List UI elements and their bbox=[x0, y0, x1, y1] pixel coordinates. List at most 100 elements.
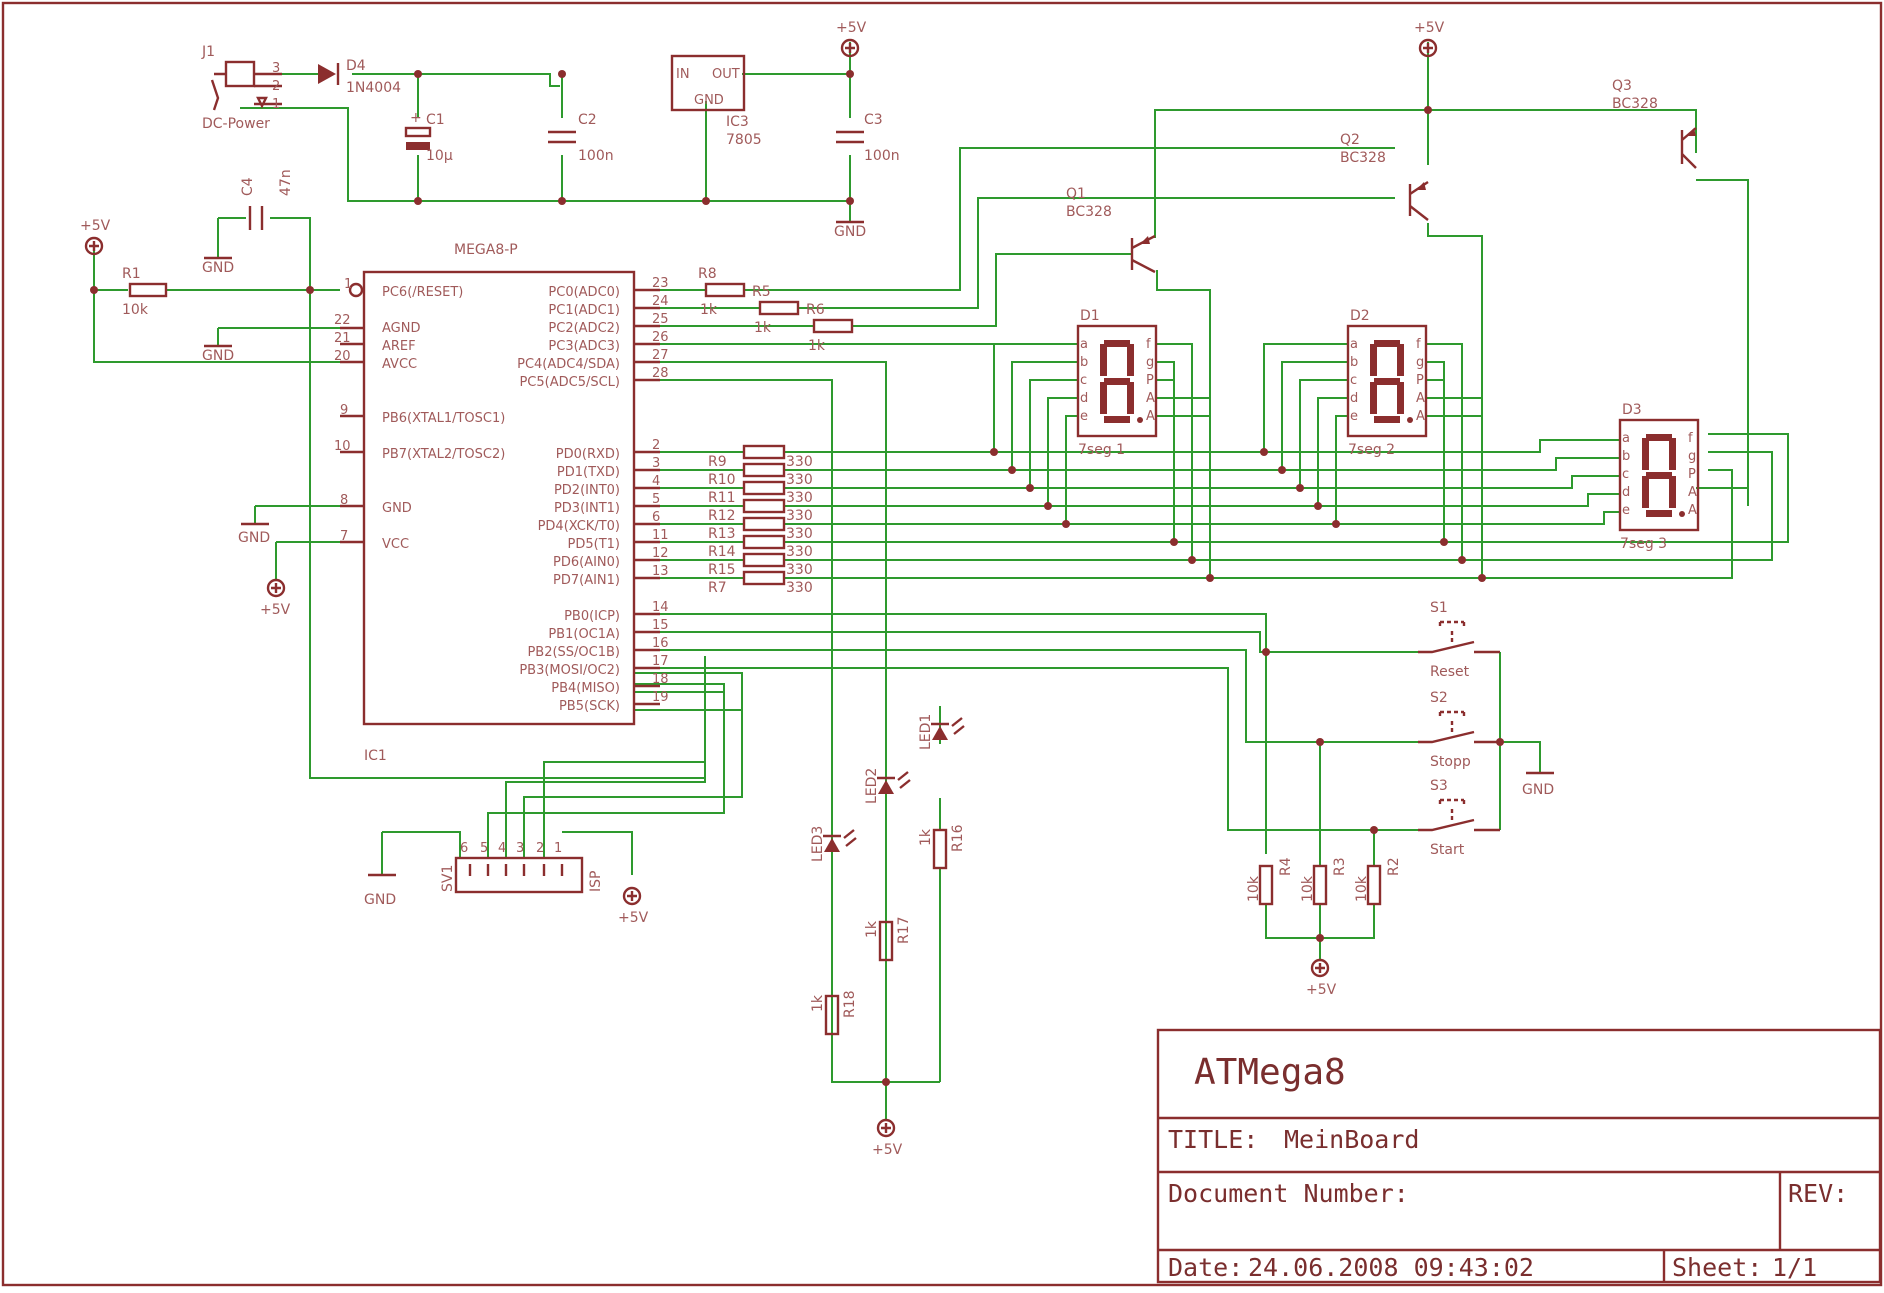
sheet-label: Sheet: bbox=[1672, 1253, 1762, 1282]
transistor-q2: Q2 BC328 bbox=[1340, 132, 1429, 221]
led1-branch: LED1 1k R16 bbox=[918, 714, 966, 870]
segment-pin: d bbox=[1350, 391, 1358, 406]
ic3-value: 7805 bbox=[726, 132, 762, 148]
mcu-pin-name: PD2(INT0) bbox=[554, 483, 620, 498]
mcu-pin-num: 17 bbox=[652, 654, 669, 669]
segment-pin: A bbox=[1146, 391, 1155, 406]
switch-label: Start bbox=[1430, 842, 1465, 858]
c1-label: C1 bbox=[426, 112, 445, 128]
segment-pin: P bbox=[1416, 373, 1424, 388]
segment-pin: A bbox=[1688, 503, 1697, 518]
segment-resistor-value: 330 bbox=[786, 526, 813, 542]
segment-resistor-ref: R7 bbox=[708, 580, 727, 596]
mcu-pin-num: 1 bbox=[344, 277, 352, 292]
mcu-pin-num: 16 bbox=[652, 636, 669, 651]
r2-label: R2 bbox=[1386, 857, 1402, 876]
c4-label: C4 bbox=[240, 177, 256, 196]
segment-pin: A bbox=[1416, 391, 1425, 406]
q3-label: Q3 bbox=[1612, 78, 1632, 94]
title-label: TITLE: bbox=[1168, 1125, 1258, 1154]
gnd-label-5: GND bbox=[364, 892, 396, 908]
segment-resistor-value: 330 bbox=[786, 544, 813, 560]
isp-pin: 5 bbox=[480, 841, 488, 856]
wires bbox=[93, 42, 1789, 1120]
mcu-pin-num: 24 bbox=[652, 294, 669, 309]
capacitor-c2: C2 100n bbox=[548, 112, 614, 164]
display-value: 7seg 3 bbox=[1620, 536, 1667, 552]
supply-symbols: +5V +5V +5V +5V +5V +5V +5V GND GND GND … bbox=[80, 20, 1554, 1158]
mcu-right-pins: 23PC0(ADC0)24PC1(ADC1)25PC2(ADC2)26PC3(A… bbox=[517, 276, 668, 714]
rev-label: REV: bbox=[1788, 1179, 1848, 1208]
ic3-out: OUT bbox=[712, 67, 740, 82]
q3-value: BC328 bbox=[1612, 96, 1658, 112]
mcu-pin-name: PD3(INT1) bbox=[554, 501, 620, 516]
segment-resistor-ref: R11 bbox=[708, 490, 736, 506]
mcu-pin-num: 27 bbox=[652, 348, 669, 363]
d4-label: D4 bbox=[346, 58, 366, 74]
vcc-label-1: +5V bbox=[836, 20, 867, 36]
mcu-pin-num: 21 bbox=[334, 331, 351, 346]
gnd-label-6: GND bbox=[1522, 782, 1554, 798]
base-resistors: R8 1k R5 1k R6 1k bbox=[698, 266, 854, 354]
segment-resistor bbox=[742, 552, 786, 568]
segment-pin: A bbox=[1416, 409, 1425, 424]
mcu-pin-num: 13 bbox=[652, 564, 669, 579]
mcu-pin-num: 14 bbox=[652, 600, 669, 615]
display-ref: D2 bbox=[1350, 308, 1370, 324]
d4-value: 1N4004 bbox=[346, 80, 401, 96]
segment-resistor-value: 330 bbox=[786, 454, 813, 470]
segment-pin: A bbox=[1146, 409, 1155, 424]
dc-power-label: DC-Power bbox=[202, 116, 270, 132]
vcc-label-6: +5V bbox=[872, 1142, 903, 1158]
led3-branch: LED3 1k R18 bbox=[810, 826, 858, 1036]
segment-pin: b bbox=[1622, 449, 1630, 464]
mcu-pin-num: 8 bbox=[340, 493, 348, 508]
segment-pin: c bbox=[1350, 373, 1357, 388]
segment-resistor-value: 330 bbox=[786, 490, 813, 506]
junctions bbox=[90, 70, 1504, 1086]
mcu-pin-name: PD5(T1) bbox=[568, 537, 620, 552]
c2-value: 100n bbox=[578, 148, 614, 164]
mcu-ref: IC1 bbox=[364, 748, 387, 764]
schematic-name: ATMega8 bbox=[1194, 1052, 1346, 1093]
r8-label: R8 bbox=[698, 266, 717, 282]
gnd-label-4: GND bbox=[238, 530, 270, 546]
dc-jack-j1: J1 DC-Power 3 2 1 bbox=[201, 44, 282, 132]
gnd-label-1: GND bbox=[834, 224, 866, 240]
mcu-left-pins: 1 PC6(/RESET) 22 AGND 21 AREF 20 AVCC 9 … bbox=[334, 277, 505, 552]
r17-value: 1k bbox=[864, 920, 880, 938]
mcu-pin-num: 23 bbox=[652, 276, 669, 291]
mcu-ic1: MEGA8-P IC1 1 PC6(/RESET) 22 AGND 21 ARE… bbox=[334, 242, 669, 764]
r2-value: 10k bbox=[1354, 875, 1370, 902]
c4-value: 47n bbox=[278, 169, 294, 196]
transistor-q1: Q1 BC328 bbox=[1066, 186, 1156, 274]
isp-label: ISP bbox=[588, 871, 604, 892]
segment-pin: a bbox=[1350, 337, 1358, 352]
capacitor-c4: C4 47n bbox=[240, 169, 294, 230]
mcu-pin-num: 2 bbox=[652, 438, 660, 453]
r17-label: R17 bbox=[896, 916, 912, 944]
mcu-pin-num: 28 bbox=[652, 366, 669, 381]
vcc-label-3: +5V bbox=[80, 218, 111, 234]
diode-d4: D4 1N4004 bbox=[318, 58, 401, 96]
mcu-pin-name: PC2(ADC2) bbox=[548, 321, 620, 336]
mcu-pin-num: 7 bbox=[340, 529, 348, 544]
segment-resistor-ref: R9 bbox=[708, 454, 727, 470]
ic3-label: IC3 bbox=[726, 114, 749, 130]
segment-resistor bbox=[742, 462, 786, 478]
segment-pin: P bbox=[1146, 373, 1154, 388]
mcu-pin-name: PB2(SS/OC1B) bbox=[527, 645, 620, 660]
segment-resistor-value: 330 bbox=[786, 508, 813, 524]
vcc-label-2: +5V bbox=[1414, 20, 1445, 36]
q2-value: BC328 bbox=[1340, 150, 1386, 166]
c3-value: 100n bbox=[864, 148, 900, 164]
capacitor-c3: C3 100n bbox=[836, 112, 900, 164]
mcu-pin-name: PC6(/RESET) bbox=[382, 285, 463, 300]
segment-pin: g bbox=[1416, 355, 1424, 370]
mcu-pin-name: PC3(ADC3) bbox=[548, 339, 620, 354]
gnd-label-3: GND bbox=[202, 348, 234, 364]
segment-resistor bbox=[742, 570, 786, 586]
